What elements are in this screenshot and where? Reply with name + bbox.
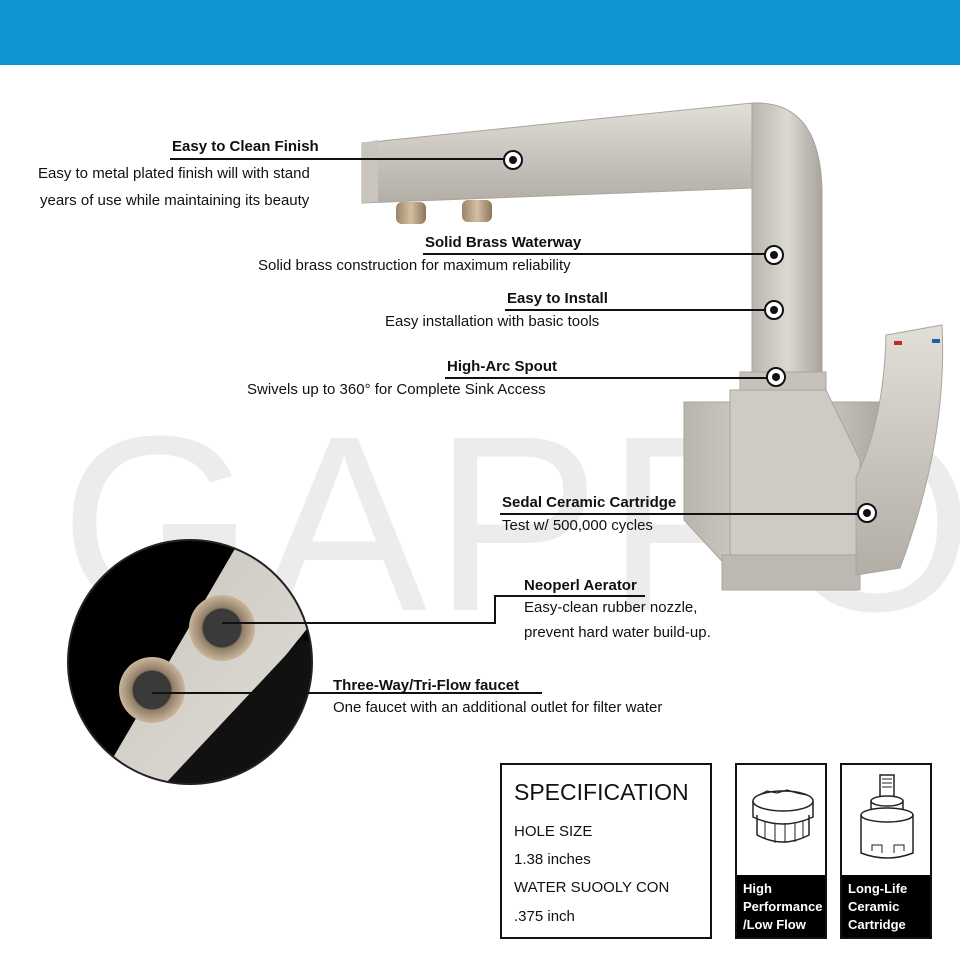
cartridge-icon xyxy=(860,774,914,859)
feature-card-aerator: High Performance /Low Flow xyxy=(735,763,827,939)
callout-marker-icon xyxy=(857,503,877,523)
callout-desc: One faucet with an additional outlet for… xyxy=(333,699,663,716)
callout-desc: Swivels up to 360° for Complete Sink Acc… xyxy=(247,381,546,398)
callout-marker-icon xyxy=(764,245,784,265)
spec-label-hole-size: HOLE SIZE xyxy=(514,823,593,840)
spec-value-water-supply: .375 inch xyxy=(514,908,575,925)
aerator-icon xyxy=(752,789,814,843)
callout-desc: Easy to metal plated finish will with st… xyxy=(38,165,310,182)
feature-label-line: High xyxy=(743,881,772,896)
feature-label: Long-Life Ceramic Cartridge xyxy=(842,875,930,937)
feature-card-cartridge: Long-Life Ceramic Cartridge xyxy=(840,763,932,939)
callout-leader-line xyxy=(500,513,860,515)
callout-leader-line xyxy=(494,595,496,623)
callout-title-aerator: Neoperl Aerator xyxy=(524,577,637,594)
callout-title-brass-waterway: Solid Brass Waterway xyxy=(425,234,582,251)
callout-leader-line xyxy=(152,692,542,694)
callout-leader-line xyxy=(222,622,496,624)
callout-leader-line xyxy=(445,377,767,379)
callout-title-tri-flow: Three-Way/Tri-Flow faucet xyxy=(333,677,520,694)
top-banner xyxy=(0,0,960,65)
callout-marker-icon xyxy=(503,150,523,170)
feature-label-line: Long-Life xyxy=(848,881,908,896)
callout-leader-line xyxy=(495,595,645,597)
callout-desc: Test w/ 500,000 cycles xyxy=(502,517,653,534)
callout-desc: prevent hard water build-up. xyxy=(524,624,711,641)
callout-leader-line xyxy=(170,158,508,160)
callout-marker-icon xyxy=(766,367,786,387)
callout-title-easy-install: Easy to Install xyxy=(507,290,608,307)
callout-desc: Solid brass construction for maximum rel… xyxy=(258,257,571,274)
feature-label-line: Cartridge xyxy=(848,917,906,932)
callout-leader-line xyxy=(505,309,767,311)
callout-desc: years of use while maintaining its beaut… xyxy=(40,192,310,209)
callout-title-ceramic-cartridge: Sedal Ceramic Cartridge xyxy=(502,494,677,511)
specification-box: SPECIFICATION HOLE SIZE 1.38 inches WATE… xyxy=(500,763,712,939)
callout-title-clean-finish: Easy to Clean Finish xyxy=(172,138,319,155)
callout-marker-icon xyxy=(764,300,784,320)
spec-label-water-supply: WATER SUOOLY CON xyxy=(514,879,670,896)
callout-title-high-arc-spout: High-Arc Spout xyxy=(447,358,557,375)
callout-desc: Easy-clean rubber nozzle, xyxy=(524,599,698,616)
feature-label-line: /Low Flow xyxy=(743,917,806,932)
spec-title: SPECIFICATION xyxy=(514,779,689,805)
callout-leader-line xyxy=(423,253,767,255)
feature-label-line: Ceramic xyxy=(848,899,900,914)
callout-desc: Easy installation with basic tools xyxy=(385,313,600,330)
spec-value-hole-size: 1.38 inches xyxy=(514,851,591,868)
feature-label: High Performance /Low Flow xyxy=(737,875,825,937)
feature-label-line: Performance xyxy=(743,899,823,914)
